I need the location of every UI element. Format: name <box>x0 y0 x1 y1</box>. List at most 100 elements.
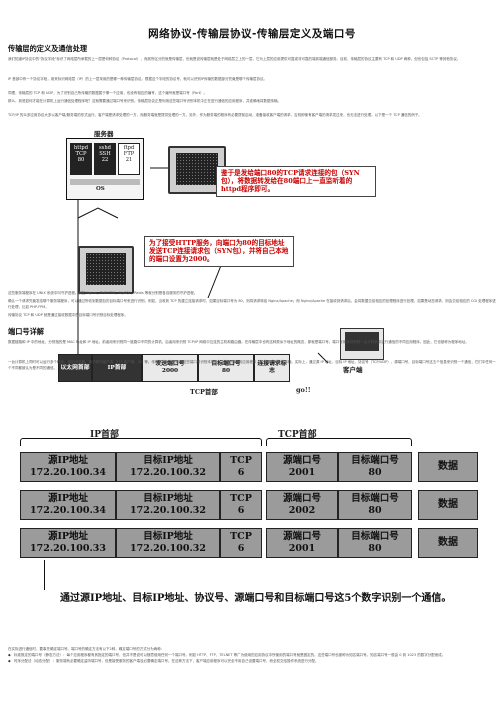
source-ip-label: 源IP地址 <box>47 455 89 466</box>
protocol-cell: TCP 6 <box>220 490 262 520</box>
source-ip-label: 源IP地址 <box>47 531 89 542</box>
destination-ip-cell: 目标IP地址 172.20.100.32 <box>116 528 220 558</box>
section-heading-port-details: 端口号详解 <box>8 327 44 336</box>
paragraph: TCP/IP 的众多应用协议大多以客户端/服务端的形式运行。客户端是请求处理的一… <box>8 113 422 117</box>
destination-port-field: 目标端口号 80 <box>198 354 254 382</box>
client-callout: 为了接受HTTP服务，向端口为80的目标地址发送TCP连接请求包（SYN包），并… <box>144 236 294 267</box>
figure-tcp-connection: 服务器 httpd TCP 80 sshd SSH 22 ftpd FTP 21… <box>58 128 413 428</box>
process-name: ftpd <box>123 145 135 151</box>
destination-ip-label: 目标IP地址 <box>143 493 193 504</box>
source-port-label: 源端口号 <box>282 493 321 504</box>
destination-port-label: 目标端口号 <box>351 455 399 466</box>
protocol-label: TCP <box>230 493 252 504</box>
source-port-label: 源端口号 <box>282 455 321 466</box>
tcp-header-caption: TCP首部 <box>190 388 218 396</box>
process-port: 21 <box>125 157 133 164</box>
source-ip-value: 172.20.100.34 <box>29 467 107 478</box>
os-layer-bar <box>70 179 140 185</box>
protocol-label: TCP <box>230 455 252 466</box>
destination-port-cell: 目标端口号 80 <box>338 490 412 520</box>
source-port-value: 2001 <box>288 543 316 554</box>
source-port-label: 源端口号 <box>282 531 321 542</box>
process-protocol: FTP <box>123 151 135 158</box>
destination-port-value: 80 <box>221 368 231 374</box>
protocol-value: 6 <box>237 505 245 516</box>
protocol-value: 6 <box>237 467 245 478</box>
os-label: OS <box>96 186 105 192</box>
paragraph: 确认一个请求究竟发给哪个服务端程序，可以通过所收到数据包的目标端口号来进行识别。… <box>8 299 496 310</box>
syn-flag-field: 连接请求标志 <box>254 354 290 382</box>
ip-header: IP首部 <box>92 354 142 382</box>
paragraph: 那么，到底如何才能在计算机上运行通信处理程序呢？这就需要通过端口号来识别。传输层… <box>8 99 281 103</box>
source-ip-label: 源IP地址 <box>47 493 89 504</box>
source-port-cell: 源端口号 2002 <box>266 490 338 520</box>
protocol-cell: TCP 6 <box>220 528 262 558</box>
five-tuple-summary: 通过源IP地址、目标IP地址、协议号、源端口号和目标端口号这5个数字识别一个通信… <box>60 593 452 604</box>
paragraph: 我们知道IP协议中的"协议字段"标识了网络层所承载的上一层是何种协议（Proto… <box>8 57 461 61</box>
ethernet-header: 以太网首部 <box>58 354 92 382</box>
source-ip-cell: 源IP地址 172.20.100.34 <box>20 490 116 520</box>
client-computer <box>340 328 384 360</box>
paragraph: 同理，传输层的 TCP 和 UDP，为了识别自己所传输的数据属于哪一个应用，也设… <box>8 91 208 95</box>
protocol-cell: TCP 6 <box>220 452 262 482</box>
destination-ip-label: 目标IP地址 <box>143 531 193 542</box>
source-port-value: 2000 <box>161 368 179 374</box>
paragraph: 在实际进行通信时，要事先确定端口号。端口号的确定方法有以下2种，确定端口号的方式… <box>8 647 165 651</box>
data-cell: 数据 <box>418 490 478 520</box>
source-port-field: 发送端口号 2000 <box>142 354 198 382</box>
server-process-ftpd: ftpd FTP 21 <box>118 143 140 175</box>
source-ip-value: 172.20.100.33 <box>29 543 107 554</box>
tcp-syn-packet: 以太网首部 IP首部 发送端口号 2000 目标端口号 80 连接请求标志 <box>58 354 290 382</box>
source-ip-cell: 源IP地址 172.20.100.33 <box>20 528 116 558</box>
client-monitor <box>78 246 134 294</box>
section-heading-transport-definition: 传输层的定义及通信处理 <box>8 44 88 53</box>
server-label: 服务器 <box>94 130 114 138</box>
destination-port-cell: 目标端口号 80 <box>338 528 412 558</box>
destination-port-label: 目标端口号 <box>351 531 399 542</box>
source-port-value: 2001 <box>288 467 316 478</box>
destination-port-value: 80 <box>368 543 382 554</box>
process-port: 22 <box>101 157 109 164</box>
destination-port-cell: 目标端口号 80 <box>338 452 412 482</box>
process-protocol: TCP <box>75 151 87 158</box>
process-port: 80 <box>77 157 85 164</box>
ip-header-brace <box>20 438 262 446</box>
tcp-header-brace <box>266 438 412 446</box>
source-ip-cell: 源IP地址 172.20.100.34 <box>20 452 116 482</box>
data-cell: 数据 <box>418 528 478 558</box>
protocol-label: TCP <box>230 531 252 542</box>
paragraph: IP 首部中有一个协议字段，用来标识网络层（IP）的上一层采用的是哪一种传输层协… <box>8 77 268 81</box>
document-title: 网络协议-传输层协议-传输层定义及端口号 <box>148 28 356 40</box>
ip-header-label: IP首部 <box>90 430 119 440</box>
destination-port-value: 80 <box>368 467 382 478</box>
port-assignment-text: 在实际进行通信时，要事先确定端口号。端口号的确定方法有以下2种，确定端口号的方式… <box>8 646 496 664</box>
server-process-httpd: httpd TCP 80 <box>70 143 92 175</box>
data-cell: 数据 <box>418 452 478 482</box>
destination-ip-cell: 目标IP地址 172.20.100.32 <box>116 490 220 520</box>
figure-five-tuple: IP首部 TCP首部 源IP地址 172.20.100.34 目标IP地址 17… <box>20 427 482 617</box>
process-protocol: SSH <box>99 151 111 158</box>
list-item: 时序分配法（动态分配）：服务端有必要确定监听端口号，但是接受服务的客户端没必要确… <box>8 658 496 664</box>
server-callout: 鉴于是发给端口80的TCP请求连接的包（SYN包），将数据转发给在80端口上一直… <box>216 166 376 197</box>
source-port-cell: 源端口号 2001 <box>266 528 338 558</box>
source-port-label: 发送端口号 <box>155 361 185 367</box>
client-caption: 客户端 <box>343 366 363 374</box>
paragraph: 数据链路和 IP 中的地址，分别指的是 MAC 地址和 IP 地址。前者用来识别… <box>8 340 469 344</box>
summary-connector <box>44 560 45 590</box>
destination-ip-value: 172.20.100.32 <box>129 467 207 478</box>
destination-ip-value: 172.20.100.32 <box>129 505 207 516</box>
destination-port-value: 80 <box>368 505 382 516</box>
source-ip-value: 172.20.100.34 <box>29 505 107 516</box>
tcp-header-label: TCP首部 <box>278 430 317 440</box>
server-box: httpd TCP 80 sshd SSH 22 ftpd FTP 21 <box>66 138 144 200</box>
paragraph: 传输协议 TCP 和 UDP 就是通过接收数据中的目标端口号识别目标处理程序。 <box>8 313 128 317</box>
protocol-value: 6 <box>237 543 245 554</box>
source-port-cell: 源端口号 2001 <box>266 452 338 482</box>
go-caption: go!! <box>296 386 311 394</box>
server-process-sshd: sshd SSH 22 <box>94 143 116 175</box>
source-port-value: 2002 <box>288 505 316 516</box>
destination-ip-value: 172.20.100.32 <box>129 543 207 554</box>
destination-port-label: 目标端口号 <box>351 493 399 504</box>
process-name: sshd <box>99 145 111 151</box>
